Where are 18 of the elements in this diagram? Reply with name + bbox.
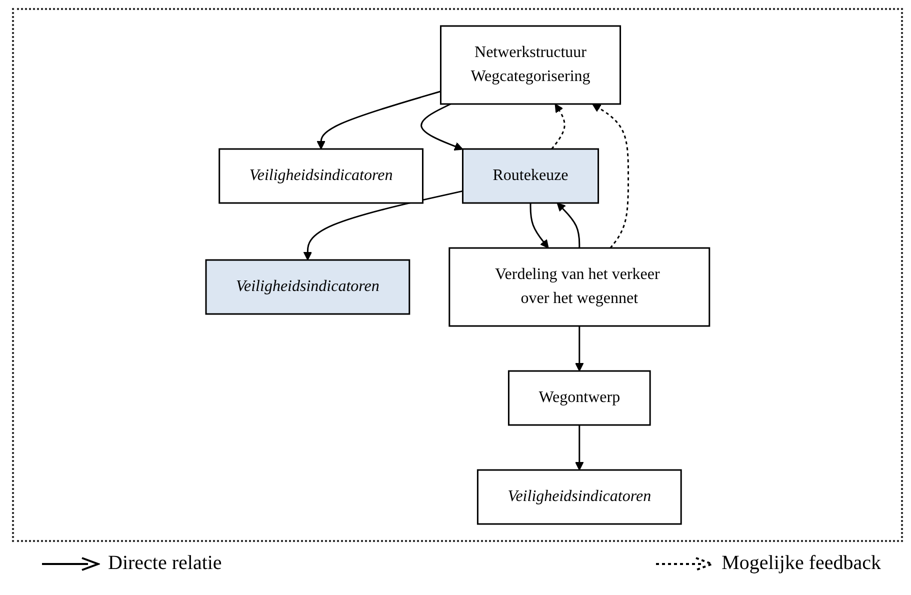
legend-text: Directe relatie — [108, 552, 222, 575]
node-box: Wegontwerp — [508, 370, 651, 426]
arrow — [530, 203, 549, 248]
node-box: Netwerkstructuur Wegcategorisering — [440, 25, 621, 105]
node-box: Veiligheidsindicatoren — [218, 148, 424, 204]
arrow — [316, 90, 441, 150]
arrow — [574, 425, 584, 470]
node-box: Routekeuze — [462, 148, 599, 204]
arrow — [592, 104, 629, 248]
arrow — [550, 104, 566, 150]
arrow — [556, 202, 580, 248]
node-box: Veiligheidsindicatoren — [476, 469, 682, 525]
node-box: Verdeling van het verkeer over het wegennet — [448, 247, 710, 327]
arrow — [420, 103, 463, 151]
arrow — [574, 326, 584, 372]
arrow — [303, 190, 463, 260]
node-box: Veiligheidsindicatoren — [205, 259, 410, 315]
legend-text: Mogelijke feedback — [722, 552, 881, 575]
